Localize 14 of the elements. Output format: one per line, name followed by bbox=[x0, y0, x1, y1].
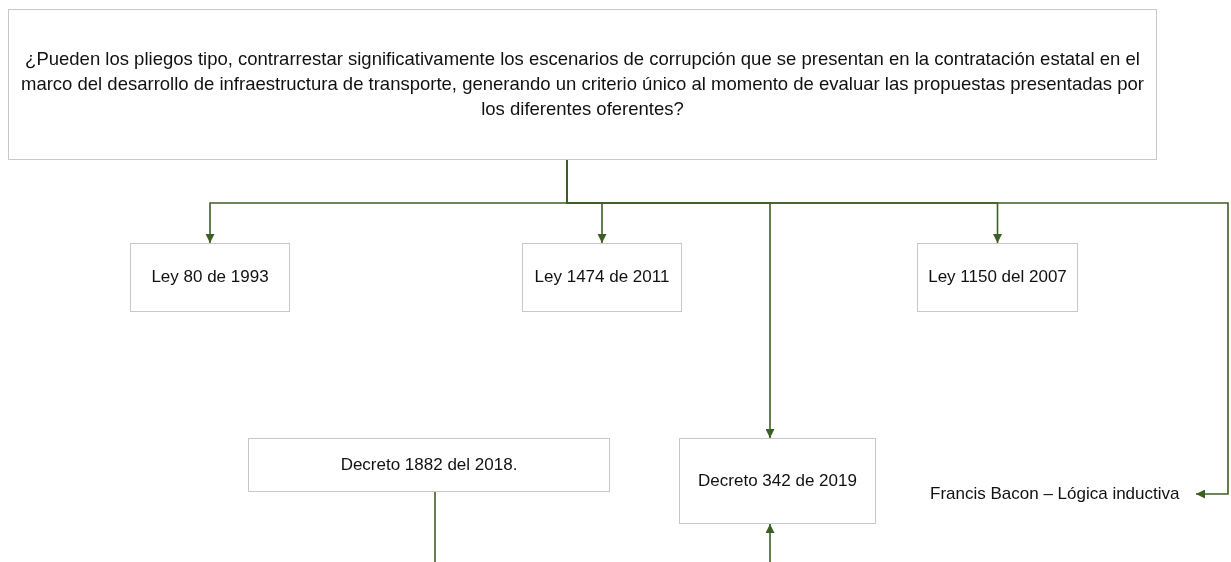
node-text: Ley 1474 de 2011 bbox=[534, 266, 670, 289]
node-text: Decreto 342 de 2019 bbox=[698, 469, 857, 492]
text-box bbox=[8, 9, 1157, 160]
text-box bbox=[522, 243, 682, 312]
text-box bbox=[679, 438, 876, 524]
text-box bbox=[130, 243, 290, 312]
text-box bbox=[917, 243, 1078, 312]
node-text: ¿Pueden los pliegos tipo, contrarrestar significativamente los escenarios de corrupción que se presentan en la contratación estatal en el marco del desarrollo de infraestructura de transporte, generando un criterio único al momento de evaluar las propuestas presentadas por los diferentes oferentes? bbox=[20, 47, 1145, 121]
node-text: Decreto 1882 del 2018. bbox=[340, 453, 518, 476]
connector-arrow bbox=[765, 523, 775, 562]
node-text: Francis Bacon – Lógica inductiva bbox=[930, 482, 1180, 505]
node-text: Ley 80 de 1993 bbox=[151, 266, 269, 289]
node-text: Ley 1150 del 2007 bbox=[928, 266, 1067, 289]
text-box bbox=[248, 438, 610, 492]
